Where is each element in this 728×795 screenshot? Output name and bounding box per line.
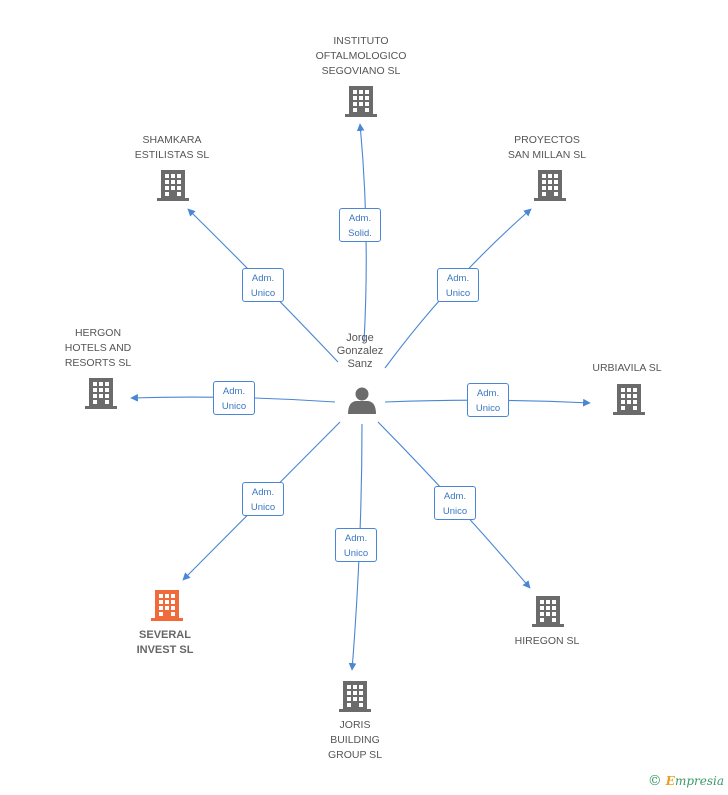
copyright-icon: © bbox=[647, 773, 662, 789]
role-badge-hiregon: Adm. Unico bbox=[434, 486, 476, 520]
role-badge-urbiavila: Adm. Unico bbox=[467, 383, 509, 417]
building-icon-shamkara[interactable] bbox=[157, 170, 189, 201]
brand-e: E bbox=[665, 774, 675, 788]
role-badge-shamkara: Adm. Unico bbox=[242, 268, 284, 302]
role-badge-joris: Adm. Unico bbox=[335, 528, 377, 562]
building-icon-instituto[interactable] bbox=[345, 86, 377, 117]
building-icon-hiregon[interactable] bbox=[532, 596, 564, 627]
building-icon-proyectos[interactable] bbox=[534, 170, 566, 201]
brand-watermark: ©Empresia bbox=[648, 773, 724, 789]
nodes-layer bbox=[85, 86, 645, 712]
company-name-hiregon[interactable]: HIREGON SL bbox=[514, 635, 580, 647]
company-name-proyectos[interactable]: PROYECTOS SAN MILLAN SL bbox=[507, 134, 587, 161]
building-icon-hergon-hotels[interactable] bbox=[85, 378, 117, 409]
company-name-instituto[interactable]: INSTITUTO OFTALMOLOGICO SEGOVIANO SL bbox=[315, 35, 407, 77]
company-name-several[interactable]: SEVERAL INVEST SL bbox=[136, 629, 194, 656]
building-icon-urbiavila[interactable] bbox=[613, 384, 645, 415]
role-badge-several: Adm. Unico bbox=[242, 482, 284, 516]
company-name-urbiavila[interactable]: URBIAVILA SL bbox=[592, 362, 662, 374]
role-badge-instituto: Adm. Solid. bbox=[339, 208, 381, 242]
brand-text: mpresia bbox=[674, 774, 724, 788]
company-name-joris[interactable]: JORIS BUILDING GROUP SL bbox=[327, 719, 383, 761]
company-name-shamkara[interactable]: SHAMKARA ESTILISTAS SL bbox=[134, 134, 210, 161]
building-icon-joris[interactable] bbox=[339, 681, 371, 712]
role-badge-proyectos: Adm. Unico bbox=[437, 268, 479, 302]
company-name-hergon-hotels[interactable]: HERGON HOTELS AND RESORTS SL bbox=[64, 327, 132, 369]
role-badge-hergon-hotels: Adm. Unico bbox=[213, 381, 255, 415]
person-name[interactable]: Jorge Gonzalez Sanz bbox=[336, 332, 384, 370]
person-icon[interactable] bbox=[348, 387, 376, 415]
building-icon-several[interactable] bbox=[151, 590, 183, 621]
